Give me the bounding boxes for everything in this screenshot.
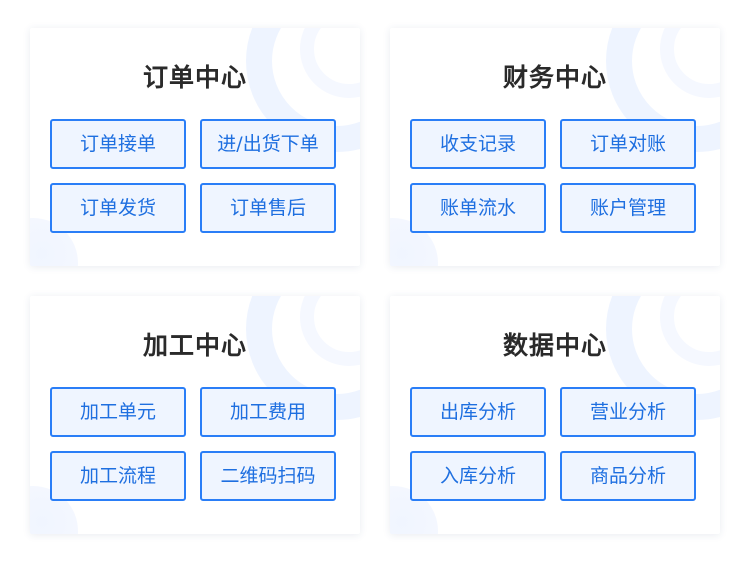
income-expense-record-button[interactable]: 收支记录 [410, 119, 546, 169]
order-after-sales-button[interactable]: 订单售后 [200, 183, 336, 233]
finance-center-title: 财务中心 [502, 63, 607, 92]
order-ship-button[interactable]: 订单发货 [50, 183, 186, 233]
order-center-title: 订单中心 [142, 63, 247, 92]
qr-scan-button[interactable]: 二维码扫码 [200, 451, 336, 501]
business-analysis-button[interactable]: 营业分析 [560, 387, 696, 437]
processing-center-title: 加工中心 [142, 331, 247, 360]
product-analysis-button[interactable]: 商品分析 [560, 451, 696, 501]
processing-fee-button[interactable]: 加工费用 [200, 387, 336, 437]
order-accept-button[interactable]: 订单接单 [50, 119, 186, 169]
order-reconciliation-button[interactable]: 订单对账 [560, 119, 696, 169]
order-center-card: 订单中心 订单接单 进/出货下单 订单发货 订单售后 [30, 28, 360, 266]
account-management-button[interactable]: 账户管理 [560, 183, 696, 233]
inbound-analysis-button[interactable]: 入库分析 [410, 451, 546, 501]
finance-center-card: 财务中心 收支记录 订单对账 账单流水 账户管理 [390, 28, 720, 266]
stock-order-button[interactable]: 进/出货下单 [200, 119, 336, 169]
bill-flow-button[interactable]: 账单流水 [410, 183, 546, 233]
data-center-title: 数据中心 [502, 331, 607, 360]
processing-unit-button[interactable]: 加工单元 [50, 387, 186, 437]
processing-center-card: 加工中心 加工单元 加工费用 加工流程 二维码扫码 [30, 296, 360, 534]
processing-flow-button[interactable]: 加工流程 [50, 451, 186, 501]
outbound-analysis-button[interactable]: 出库分析 [410, 387, 546, 437]
data-center-card: 数据中心 出库分析 营业分析 入库分析 商品分析 [390, 296, 720, 534]
